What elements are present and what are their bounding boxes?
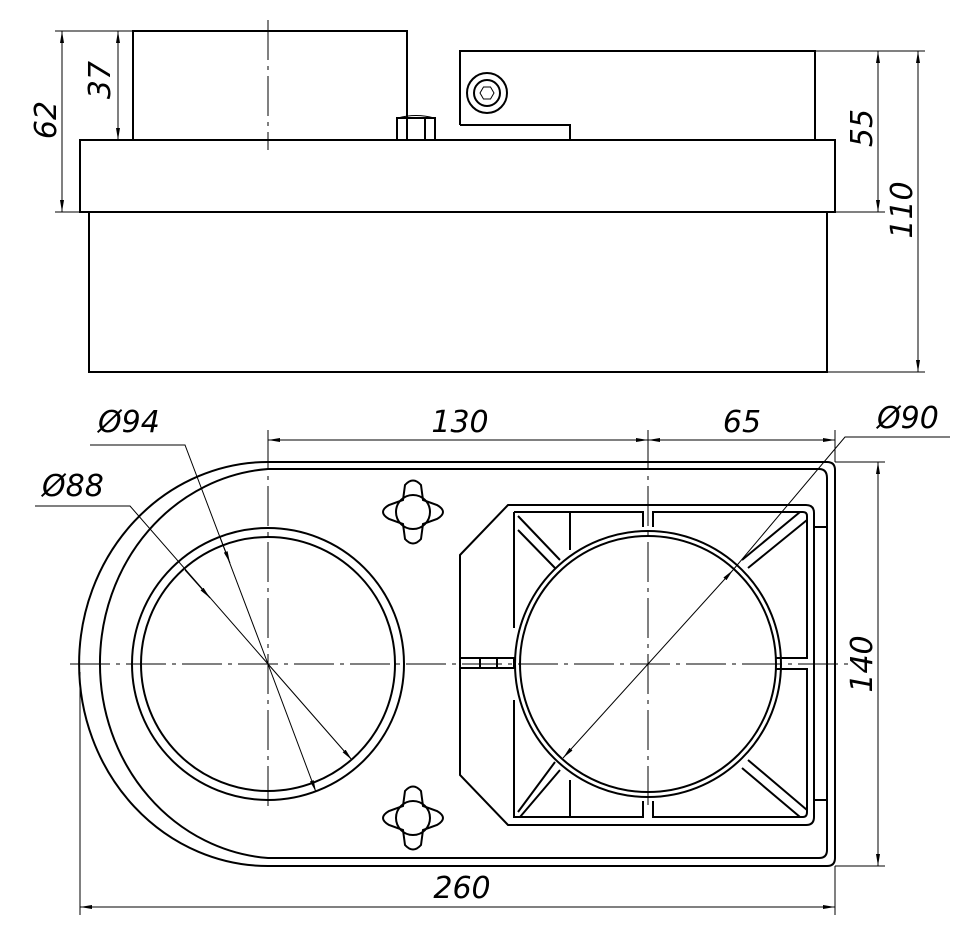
dimension-62: 62 xyxy=(29,30,133,213)
split-slot xyxy=(459,657,515,669)
star-knob-top-icon xyxy=(382,479,444,545)
right-bore-inner xyxy=(519,535,777,793)
outer-plate-outline xyxy=(78,461,836,867)
dimension-diameter-90: Ø90 xyxy=(562,401,950,759)
dimension-260: 260 xyxy=(79,672,836,915)
left-cylinder-body xyxy=(132,30,408,141)
left-bore-inner xyxy=(140,536,396,792)
dimension-140: 140 xyxy=(835,461,885,867)
svg-text:37: 37 xyxy=(83,61,118,99)
dimension-130: 130 xyxy=(268,405,648,442)
svg-text:Ø88: Ø88 xyxy=(40,469,104,504)
svg-text:Ø90: Ø90 xyxy=(875,401,939,436)
hex-socket-screw-icon xyxy=(466,72,508,114)
dimension-55: 55 xyxy=(815,50,925,213)
dimension-65: 65 xyxy=(648,405,836,462)
svg-text:260: 260 xyxy=(433,871,490,906)
dimension-110: 110 xyxy=(827,51,925,373)
svg-text:65: 65 xyxy=(723,405,761,440)
star-knob-bottom-icon xyxy=(382,785,444,851)
dimension-diameter-88: Ø88 xyxy=(35,469,353,761)
svg-text:130: 130 xyxy=(431,405,488,440)
svg-text:140: 140 xyxy=(845,635,880,692)
base-plate xyxy=(79,139,836,213)
plan-view: 130 65 Ø94 Ø88 Ø90 140 xyxy=(35,401,950,915)
dimension-diameter-94: Ø94 xyxy=(90,405,317,793)
left-bore-outer xyxy=(131,527,405,801)
clamp-frame-inner xyxy=(513,511,808,818)
inner-plate-outline xyxy=(99,468,828,859)
bolt-head xyxy=(396,115,436,141)
svg-text:55: 55 xyxy=(845,109,880,147)
clamp-frame-outer xyxy=(459,504,815,826)
lower-body xyxy=(88,211,828,373)
svg-text:62: 62 xyxy=(29,101,64,139)
side-view: 62 37 55 110 xyxy=(29,20,925,373)
dimension-37: 37 xyxy=(83,31,120,140)
svg-text:Ø94: Ø94 xyxy=(96,405,160,440)
diagonal-ribs xyxy=(517,511,808,818)
right-clamp-block xyxy=(459,50,816,140)
svg-text:110: 110 xyxy=(885,181,920,238)
